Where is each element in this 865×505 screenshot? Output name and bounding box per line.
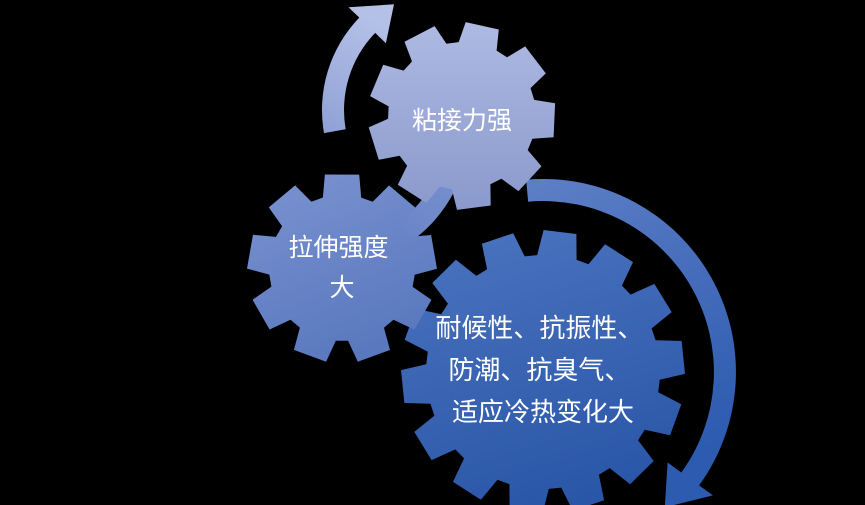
tensile-strength-gear-label: 拉伸强度 大 [289,234,396,302]
arrow-up-right-icon [321,4,394,134]
adhesion-gear[interactable]: 粘接力强 [368,22,556,210]
tensile-strength-gear[interactable]: 拉伸强度 大 [247,174,437,362]
arrow-around-right-icon [526,179,736,505]
durability-gear[interactable]: 耐候性、抗振性、 防潮、抗臭气、 适应冷热变化大 [401,230,685,505]
durability-gear-label: 耐候性、抗振性、 防潮、抗臭气、 适应冷热变化大 [435,313,650,427]
adhesion-gear-label: 粘接力强 [412,107,512,135]
